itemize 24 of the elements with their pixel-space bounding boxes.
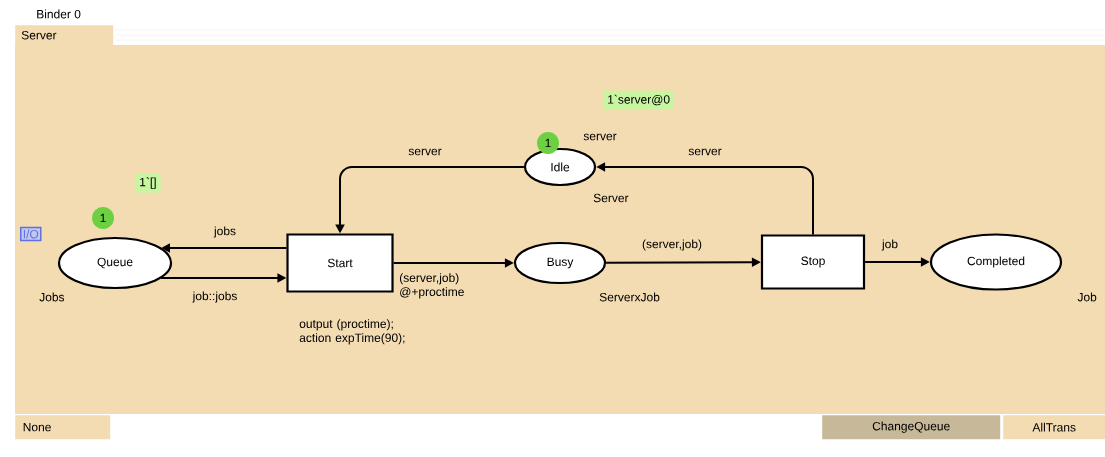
arc-label: server xyxy=(688,148,722,156)
arc-label: jobs xyxy=(213,226,236,238)
transition-box: Start xyxy=(286,233,394,293)
port-tag: I/O xyxy=(20,226,42,242)
place-type-label: Server xyxy=(593,193,629,203)
arc-label: job xyxy=(881,239,898,251)
token-count: 1 xyxy=(537,132,559,154)
tab: Server xyxy=(15,25,114,46)
tab: AllTrans xyxy=(1003,415,1105,440)
tab: None xyxy=(15,415,111,440)
place-type-label: output (proctime); action expTime(90); xyxy=(299,319,405,345)
transition-box: Stop xyxy=(760,234,866,290)
arc-label: (server,job) xyxy=(642,239,702,251)
token-count: 1 xyxy=(92,207,114,229)
arc-label: (server,job) @+proctime xyxy=(399,273,464,299)
place-type-label: ServerxJob xyxy=(599,292,660,302)
place-type-label: Jobs xyxy=(39,292,65,302)
arc-label: server xyxy=(408,148,442,156)
tab: ChangeQueue xyxy=(822,415,1001,440)
text-label: server xyxy=(583,133,617,141)
binder-title: Binder 0 xyxy=(37,9,81,19)
arc-label: job::jobs xyxy=(192,291,237,303)
initial-marking: 1`[] xyxy=(135,173,161,193)
place-type-label: Job xyxy=(1077,292,1097,302)
